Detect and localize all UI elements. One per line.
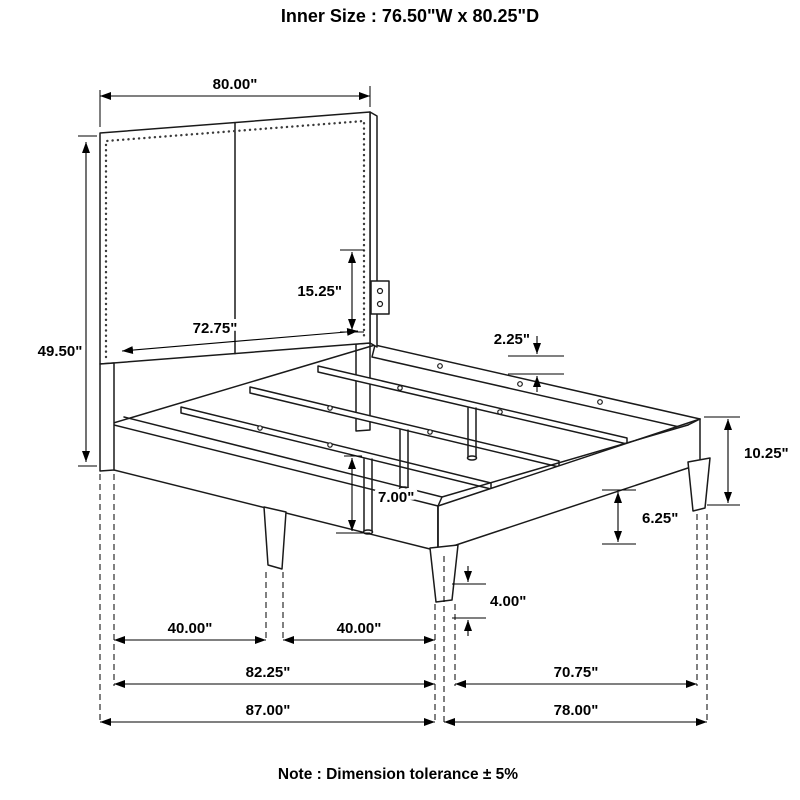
slat-span-a-label: 40.00": [168, 620, 213, 637]
foot-inner-width-label: 70.75": [554, 664, 599, 681]
side-rail-length-label: 82.25": [246, 664, 291, 681]
overall-width-label: 78.00": [554, 702, 599, 719]
panel-height-label: 15.25": [297, 283, 342, 300]
rail-thickness-label: 2.25": [494, 331, 530, 348]
headboard-height-label: 49.50": [38, 343, 83, 360]
leg-height-label: 4.00": [490, 593, 526, 610]
headboard-left-post: [99, 362, 115, 472]
inner-width-label: 72.75": [193, 320, 238, 337]
dimension-arrows: [82, 92, 732, 726]
bed-legs: [263, 457, 711, 603]
inner-size-title: Inner Size : 76.50"W x 80.25"D: [281, 6, 539, 26]
tolerance-note: Note : Dimension tolerance ± 5%: [278, 766, 518, 783]
overall-depth-label: 87.00": [246, 702, 291, 719]
bed-drawing: [99, 111, 711, 603]
extension-lines-dashed: [99, 474, 708, 724]
center-leg-height-label: 7.00": [378, 489, 414, 506]
dimension-labels: 80.00" 49.50" 15.25" 72.75" 2.25" 10.25"…: [34, 72, 793, 723]
headboard-width-label: 80.00": [213, 76, 258, 93]
foot-height-label: 10.25": [744, 445, 789, 462]
foot-rail-inner-label: 6.25": [642, 510, 678, 527]
dimension-lines: [78, 86, 740, 726]
slat-rails: [180, 365, 628, 492]
nailhead-trim: [104, 119, 366, 359]
center-support-feet: [398, 407, 478, 492]
rail-bracket: [370, 280, 390, 315]
slat-span-b-label: 40.00": [337, 620, 382, 637]
